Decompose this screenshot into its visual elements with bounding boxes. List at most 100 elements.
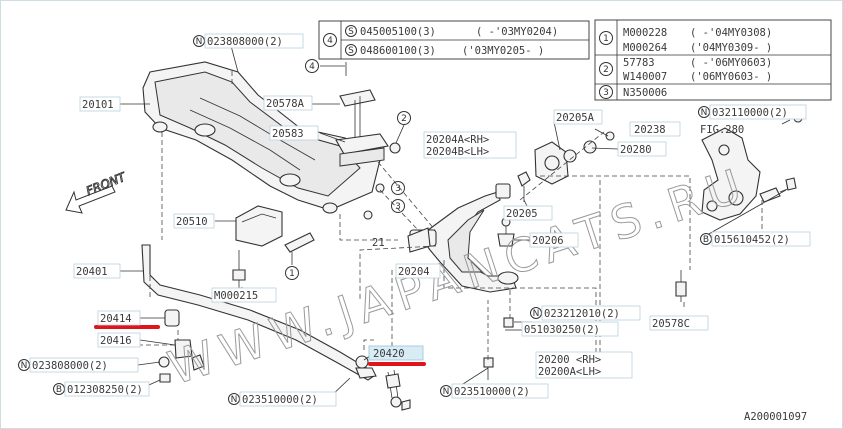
svg-text:N: N [231, 395, 238, 405]
svg-text:2: 2 [401, 114, 407, 124]
callout-3-icon [599, 85, 613, 99]
label-20238[interactable]: 20238 [634, 124, 666, 136]
label-20401[interactable]: 20401 [76, 266, 108, 278]
svg-text:1: 1 [289, 269, 295, 279]
label-051030250[interactable]: 051030250(2) [524, 324, 600, 336]
svg-text:4: 4 [327, 36, 333, 46]
table-right-note-3: ( -'06MY0603) [690, 57, 772, 69]
s-marker-icon [345, 44, 357, 56]
bushing-20414-drawing [164, 309, 180, 327]
ball-joint-drawing [497, 233, 515, 247]
parts-table-left: 4 S 045005100(3) ( -'03MY0204) S 0486001… [318, 20, 590, 60]
table-right-note-4: ('06MY0603- ) [690, 71, 772, 83]
label-20205a[interactable]: 20205A [556, 112, 595, 124]
svg-text:2: 2 [603, 65, 609, 75]
label-20420[interactable]: 20420 [373, 348, 405, 360]
diagram-code: A200001097 [744, 411, 807, 423]
watermark-text: WWW.JAPANCATS.RU [162, 156, 755, 395]
svg-text:S: S [348, 46, 354, 56]
label-m000215[interactable]: M000215 [214, 290, 258, 302]
bushing-20204a-drawing [534, 131, 615, 185]
callout-4-icon [323, 33, 337, 47]
table-left-part-1[interactable]: 045005100(3) [360, 26, 436, 38]
bolt-drawing [284, 232, 315, 253]
label-20200-rh[interactable]: 20200 <RH> [538, 354, 601, 366]
callout-1-icon [599, 31, 613, 45]
label-20578a[interactable]: 20578A [266, 98, 305, 110]
table-right-note-1: ( -'04MY0308) [690, 27, 772, 39]
svg-text:S: S [348, 27, 354, 37]
n-marker-icon [18, 359, 30, 371]
label-023510000-left[interactable]: 023510000(2) [242, 394, 318, 406]
label-20101[interactable]: 20101 [82, 99, 114, 111]
label-023510000-right[interactable]: 023510000(2) [454, 386, 530, 398]
label-20204b-lh[interactable]: 20204B<LH> [426, 146, 489, 158]
callout-3-icon [391, 199, 405, 213]
n-marker-icon [440, 385, 452, 397]
label-023808000-top[interactable]: 023808000(2) [207, 36, 283, 48]
callout-2-icon [599, 62, 613, 76]
label-20200a-lh[interactable]: 20200A<LH> [538, 366, 601, 378]
label-20510[interactable]: 20510 [176, 216, 208, 228]
svg-text:N: N [196, 37, 203, 47]
callout-1-icon [285, 266, 299, 280]
label-032110000[interactable]: 032110000(2) [712, 107, 788, 119]
label-023808000-bottom[interactable]: 023808000(2) [32, 360, 108, 372]
label-20205[interactable]: 20205 [506, 208, 538, 220]
nut-icon [483, 357, 494, 368]
front-arrow-icon: FRONT [65, 169, 129, 214]
svg-text:B: B [56, 385, 62, 395]
table-right-note-2: ('04MY0309- ) [690, 42, 772, 54]
bracket-20510-drawing [235, 205, 283, 247]
table-left-note-2: ('03MY0205- ) [462, 45, 544, 57]
label-fig280[interactable]: FIG.280 [700, 124, 744, 136]
b-marker-icon [700, 233, 712, 245]
n-marker-icon [530, 307, 542, 319]
label-20204[interactable]: 20204 [398, 266, 430, 278]
mount-20578a-drawing [335, 89, 389, 167]
label-015610452[interactable]: 015610452(2) [714, 234, 790, 246]
label-20583[interactable]: 20583 [272, 128, 304, 140]
svg-text:3: 3 [395, 202, 401, 212]
label-20578c[interactable]: 20578C [652, 318, 690, 330]
n-marker-icon [193, 35, 205, 47]
parts-table-right: 1 M000228 ( -'04MY0308) M000264 ('04MY03… [594, 19, 832, 101]
table-right-part-1[interactable]: M000228 [623, 27, 667, 39]
part-labels: N 023808000(2) 20101 20578A 20583 20510 … [18, 33, 811, 407]
label-20206[interactable]: 20206 [532, 235, 564, 247]
b-marker-icon [53, 383, 65, 395]
n-marker-icon [698, 106, 710, 118]
label-20280[interactable]: 20280 [620, 144, 652, 156]
table-right-part-4[interactable]: W140007 [623, 71, 667, 83]
s-marker-icon [345, 25, 357, 37]
svg-text:3: 3 [603, 88, 609, 98]
svg-text:1: 1 [603, 34, 609, 44]
table-right-part-3[interactable]: 57783 [623, 57, 655, 69]
stabilizer-link-drawing [355, 355, 411, 411]
callout-2-icon [397, 111, 411, 125]
bracket-20416-drawing [174, 339, 193, 359]
svg-text:N: N [443, 387, 450, 397]
knuckle-drawing [701, 113, 803, 221]
label-20414[interactable]: 20414 [100, 313, 132, 325]
table-right-part-2[interactable]: M000264 [623, 42, 667, 54]
label-012308250[interactable]: 012308250(2) [67, 384, 143, 396]
label-20204a-rh[interactable]: 20204A<RH> [426, 134, 489, 146]
svg-text:N: N [21, 361, 28, 371]
callout-3-icon [391, 181, 405, 195]
n-marker-icon [228, 393, 240, 405]
nut-icon [503, 317, 514, 328]
stabilizer-bar-drawing [141, 244, 375, 381]
table-left-part-2[interactable]: 048600100(3) [360, 45, 436, 57]
table-left-note-1: ( -'03MY0204) [476, 26, 558, 38]
label-21[interactable]: 21 [372, 237, 385, 249]
svg-text:B: B [703, 235, 709, 245]
leader-lines [120, 70, 799, 360]
label-023212010[interactable]: 023212010(2) [544, 308, 620, 320]
label-20416[interactable]: 20416 [100, 335, 132, 347]
crossmember-drawing [142, 61, 381, 214]
svg-text:N: N [533, 309, 540, 319]
table-right-part-5[interactable]: N350006 [623, 87, 667, 99]
svg-text:3: 3 [395, 184, 401, 194]
